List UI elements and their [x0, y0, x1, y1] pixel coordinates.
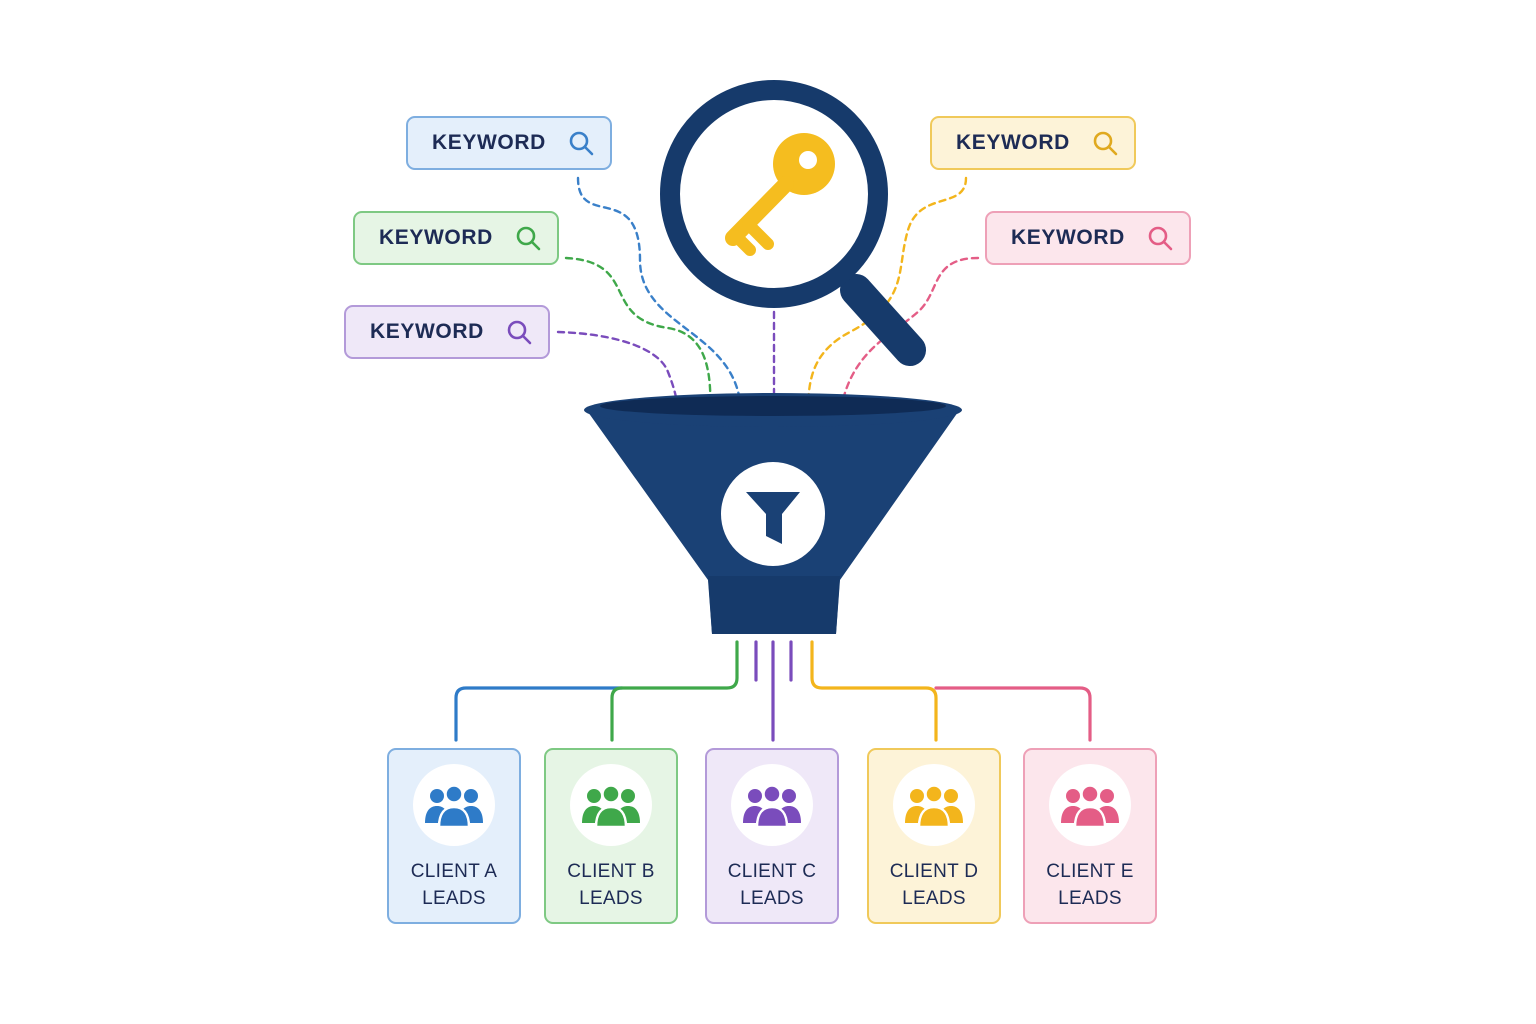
- search-icon: [516, 226, 541, 251]
- client-card-d: CLIENT D LEADS: [867, 748, 1001, 924]
- client-label: CLIENT B LEADS: [567, 861, 655, 909]
- avatar: [1049, 764, 1131, 846]
- funnel-icon: [584, 393, 962, 634]
- user-group-icon: [743, 784, 801, 827]
- keyword-label: KEYWORD: [956, 131, 1070, 154]
- client-card-a: CLIENT A LEADS: [387, 748, 521, 924]
- avatar: [570, 764, 652, 846]
- client-card-e: CLIENT E LEADS: [1023, 748, 1157, 924]
- branch-line-client-e: [934, 686, 1092, 742]
- keyword-label: KEYWORD: [432, 131, 546, 154]
- client-label: CLIENT E LEADS: [1046, 861, 1134, 909]
- branch-line-client-b: [610, 640, 739, 742]
- avatar: [413, 764, 495, 846]
- filter-icon: [746, 492, 800, 544]
- client-label: CLIENT D LEADS: [889, 861, 979, 909]
- connector-keyword-2: [564, 256, 712, 416]
- client-card-b: CLIENT B LEADS: [544, 748, 678, 924]
- user-group-icon: [1061, 784, 1119, 827]
- branch-line-client-a: [454, 686, 624, 742]
- keyword-box-1: KEYWORD: [406, 116, 612, 170]
- client-label: CLIENT A LEADS: [410, 861, 498, 909]
- avatar: [731, 764, 813, 846]
- connector-keyword-1: [576, 176, 743, 416]
- user-group-icon: [582, 784, 640, 827]
- connector-keyword-4: [806, 176, 968, 416]
- magnifying-glass-icon: [660, 80, 926, 366]
- branch-line-client-d: [810, 640, 938, 742]
- keyword-box-4: KEYWORD: [930, 116, 1136, 170]
- keyword-label: KEYWORD: [1011, 226, 1125, 249]
- search-icon: [1148, 226, 1173, 251]
- avatar: [893, 764, 975, 846]
- keyword-label: KEYWORD: [379, 226, 493, 249]
- user-group-icon: [425, 784, 483, 827]
- client-card-c: CLIENT C LEADS: [705, 748, 839, 924]
- search-icon: [1093, 131, 1118, 156]
- keyword-box-5: KEYWORD: [985, 211, 1191, 265]
- key-icon: [725, 133, 835, 256]
- keyword-box-2: KEYWORD: [353, 211, 559, 265]
- search-icon: [507, 320, 532, 345]
- keyword-label: KEYWORD: [370, 320, 484, 343]
- user-group-icon: [905, 784, 963, 827]
- connector-keyword-5: [838, 256, 980, 416]
- keyword-box-3: KEYWORD: [344, 305, 550, 359]
- search-icon: [569, 131, 594, 156]
- client-label: CLIENT C LEADS: [727, 861, 817, 909]
